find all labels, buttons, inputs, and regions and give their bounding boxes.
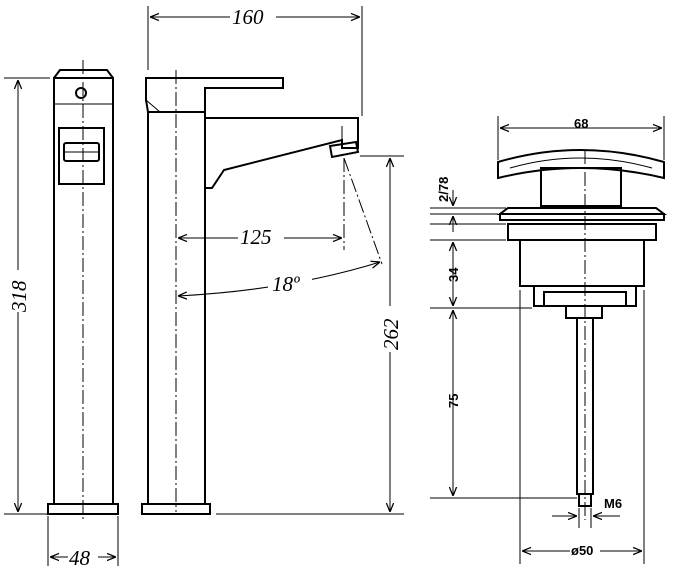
front-lever [145,77,284,113]
side-view: 318 48 [4,60,119,570]
dim-50: ø50 [571,543,593,558]
waste-tail-top [565,305,603,319]
waste-stem [540,167,622,207]
dim-125: 125 [240,225,272,249]
flow-line [343,157,383,265]
dim-18: 18º [272,272,300,296]
front-aerator [328,140,360,159]
dim-34: 34 [446,267,461,282]
front-view: 160 125 18º 262 [141,5,404,515]
front-spout [205,117,359,189]
dim-2-78: 2/78 [436,177,451,202]
side-cartridge-window [58,127,105,185]
dim-68: 68 [574,116,588,131]
waste-cap [497,149,665,180]
waste-body-top [507,223,657,241]
dim-m6: M6 [604,496,622,511]
dim-48: 48 [69,546,91,570]
waste-body [519,239,645,287]
dim-262: 262 [379,318,403,350]
lever-pivot-icon [75,87,87,99]
dim-75: 75 [446,394,461,408]
waste-view: 68 2/78 34 75 M6 ø50 [430,116,667,564]
dim-160: 160 [232,5,264,29]
front-base [141,503,211,515]
dim-318: 318 [7,280,31,313]
